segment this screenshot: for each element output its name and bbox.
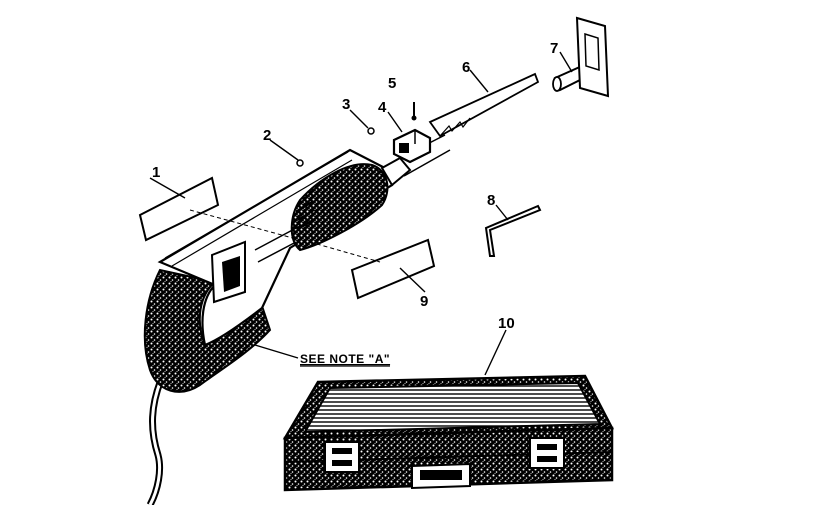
see-note-label: SEE NOTE "A" bbox=[300, 352, 390, 366]
part-1-side-plate bbox=[138, 176, 301, 242]
callout-2: 2 bbox=[263, 127, 271, 144]
part-2-screw bbox=[269, 139, 304, 167]
part-5-set-screw bbox=[411, 102, 417, 121]
callout-9: 9 bbox=[420, 293, 428, 310]
part-6-saw-blade bbox=[428, 69, 540, 138]
callout-6: 6 bbox=[462, 59, 470, 76]
callout-7: 7 bbox=[550, 40, 558, 57]
part-8-hex-key bbox=[484, 204, 542, 257]
part-10-carrying-case bbox=[282, 329, 615, 492]
note-leader bbox=[254, 344, 299, 359]
reciprocating-saw bbox=[143, 134, 451, 507]
callout-8: 8 bbox=[487, 192, 495, 209]
callout-4: 4 bbox=[378, 99, 387, 116]
callout-10: 10 bbox=[498, 315, 515, 332]
callout-5: 5 bbox=[388, 75, 396, 92]
part-3-screw bbox=[349, 109, 375, 135]
callout-3: 3 bbox=[342, 96, 350, 113]
part-4-blade-clamp bbox=[387, 111, 432, 164]
part-9-side-plate bbox=[309, 238, 436, 300]
part-7-blade-holder bbox=[552, 16, 610, 98]
callout-1: 1 bbox=[152, 164, 160, 181]
